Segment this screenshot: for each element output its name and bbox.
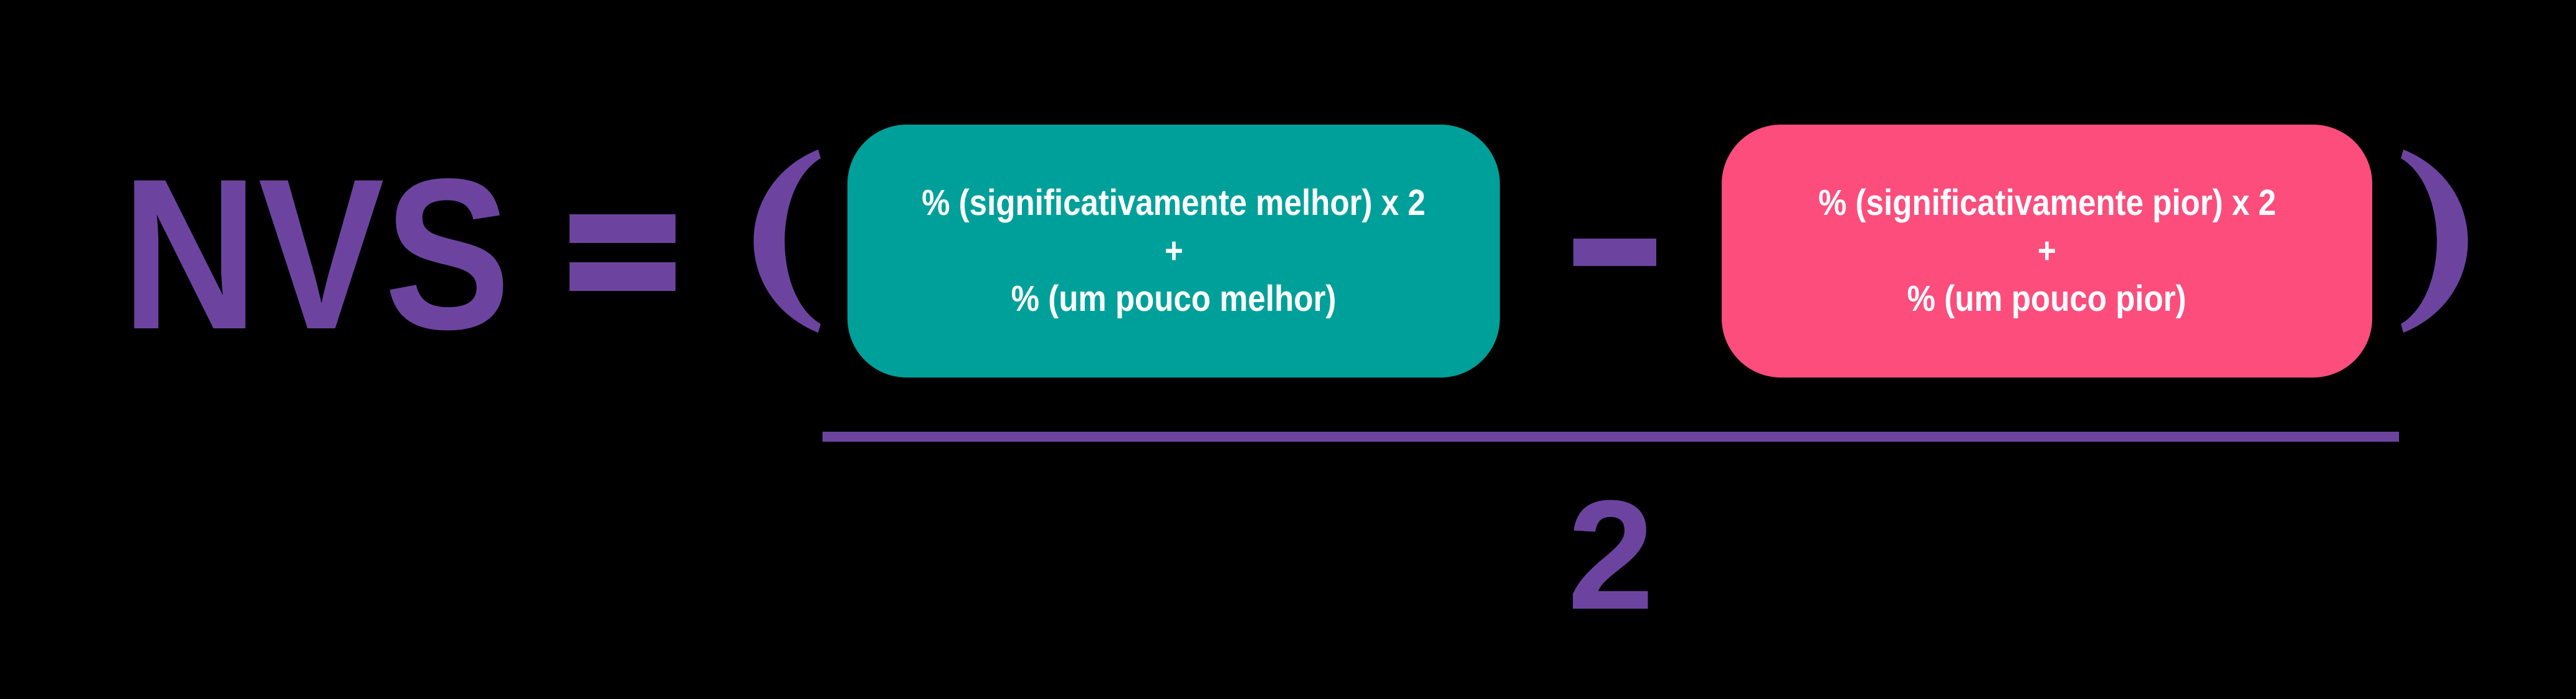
- equals-top-bar: [570, 214, 675, 243]
- better-line-somewhat: % (um pouco melhor): [1011, 278, 1337, 319]
- fraction-bar: [823, 432, 2399, 442]
- better-terms-box: % (significativamente melhor) x 2 + % (u…: [847, 125, 1500, 378]
- open-paren-icon: [753, 150, 821, 333]
- minus-sign: [1573, 239, 1656, 266]
- close-paren-icon: [2401, 150, 2468, 333]
- equals-sign: [570, 214, 675, 291]
- worse-terms-box: % (significativamente pior) x 2 + % (um …: [1722, 125, 2372, 378]
- equals-bottom-bar: [570, 262, 675, 291]
- plus-sign: +: [2038, 231, 2056, 271]
- worse-line-significantly: % (significativamente pior) x 2: [1818, 183, 2276, 223]
- plus-sign: +: [1164, 231, 1183, 271]
- formula-name-label: NVS: [122, 135, 511, 374]
- worse-line-somewhat: % (um pouco pior): [1907, 278, 2187, 319]
- denominator-label: 2: [1567, 468, 1654, 642]
- better-line-significantly: % (significativamente melhor) x 2: [922, 183, 1426, 223]
